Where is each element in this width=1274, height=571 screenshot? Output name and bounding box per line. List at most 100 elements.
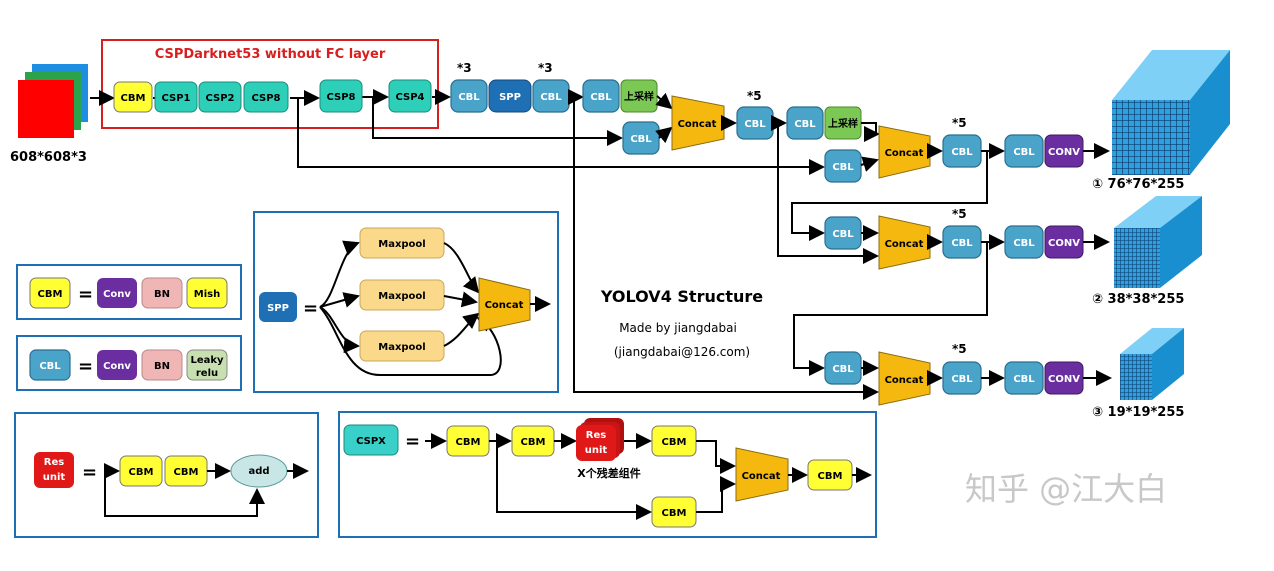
input-image	[18, 64, 88, 138]
repeat-label: *3	[457, 61, 472, 75]
svg-text:CBM: CBM	[38, 289, 63, 300]
svg-text:Concat: Concat	[742, 471, 781, 482]
legend-cspx-cbm-4: CBM	[651, 496, 697, 528]
head-conv-38: CONV	[1044, 225, 1084, 259]
legend-cspx: CSPX	[343, 424, 399, 456]
legend-conv: Conv	[97, 278, 137, 308]
svg-text:CONV: CONV	[1048, 147, 1080, 158]
neck-cbl-2: CBL	[532, 79, 570, 113]
svg-text:CBL: CBL	[951, 147, 973, 158]
svg-text:CSP2: CSP2	[205, 93, 234, 104]
svg-text:CBM: CBM	[174, 467, 199, 478]
svg-text:Concat: Concat	[885, 375, 924, 386]
equals-sign: =	[82, 462, 97, 483]
equals-sign: =	[405, 431, 420, 452]
neck-cbl-4: CBL	[736, 106, 774, 140]
legend-cspx-concat: Concat	[735, 447, 789, 502]
legend-cspx-cbm-5: CBM	[807, 459, 853, 491]
svg-text:BN: BN	[154, 361, 170, 372]
backbone-csp8-a: CSP8	[243, 81, 289, 113]
svg-text:CBL: CBL	[1013, 147, 1035, 158]
svg-text:CBM: CBM	[129, 467, 154, 478]
backbone-title: CSPDarknet53 without FC layer	[155, 47, 386, 62]
legend-bn-cbl: BN	[141, 349, 183, 381]
svg-text:CBL: CBL	[832, 229, 854, 240]
svg-text:CBL: CBL	[951, 374, 973, 385]
svg-text:CBM: CBM	[818, 471, 843, 482]
svg-text:CBM: CBM	[121, 93, 146, 104]
legend-cbl: CBL	[29, 349, 71, 381]
neck-cbl-5: CBL	[786, 106, 824, 140]
concat-38: Concat	[878, 215, 931, 270]
svg-text:CBL: CBL	[540, 92, 562, 103]
legend-concat-spp: Concat	[478, 277, 531, 332]
svg-text:CBM: CBM	[456, 437, 481, 448]
legend-cspx-cbm-3: CBM	[651, 425, 697, 457]
backbone-csp8-b: CSP8	[319, 79, 363, 113]
concat-1: Concat	[671, 95, 725, 151]
repeat-label: *5	[952, 207, 967, 221]
legend-bn: BN	[141, 277, 183, 309]
legend-leaky-relu: Leaky relu	[186, 349, 228, 381]
neck-cbl-38-in: CBL	[824, 216, 862, 250]
head-cbl-76-a: CBL	[942, 134, 982, 168]
head-cbl-76-b: CBL	[1004, 134, 1044, 168]
output-label-76: ① 76*76*255	[1092, 177, 1184, 192]
svg-text:Maxpool: Maxpool	[378, 291, 425, 302]
svg-text:CBL: CBL	[1013, 374, 1035, 385]
output-cube-76	[1112, 50, 1230, 175]
upsample-1: 上采样	[620, 79, 658, 113]
svg-text:CONV: CONV	[1048, 374, 1080, 385]
svg-text:CSP8: CSP8	[326, 92, 355, 103]
svg-text:CBL: CBL	[590, 92, 612, 103]
legend-maxpool-2: Maxpool	[359, 279, 445, 311]
svg-text:Concat: Concat	[885, 148, 924, 159]
svg-text:CSP8: CSP8	[251, 93, 280, 104]
svg-text:CBL: CBL	[1013, 238, 1035, 249]
backbone-csp4: CSP4	[388, 79, 432, 113]
svg-text:CBL: CBL	[794, 119, 816, 130]
legend-res-cbm-2: CBM	[164, 455, 208, 487]
legend-cspx-resunits: Res unit	[576, 418, 624, 461]
svg-text:CONV: CONV	[1048, 238, 1080, 249]
legend-cspx-cbm-1: CBM	[446, 425, 490, 457]
legend-cspx-cbm-2: CBM	[511, 425, 555, 457]
legend-resunit: Res unit	[34, 452, 74, 488]
svg-text:CBL: CBL	[39, 361, 61, 372]
head-cbl-19-b: CBL	[1004, 361, 1044, 395]
neck-cbl-csp8-lateral: CBL	[622, 121, 660, 155]
legend-spp-frame	[253, 211, 559, 393]
made-by: Made by jiangdabai	[619, 321, 737, 335]
output-label-38: ② 38*38*255	[1092, 292, 1184, 307]
backbone-csp1: CSP1	[154, 81, 198, 113]
concat-19: Concat	[878, 351, 931, 406]
svg-text:CBL: CBL	[951, 238, 973, 249]
output-label-19: ③ 19*19*255	[1092, 405, 1184, 420]
svg-text:Res: Res	[586, 430, 606, 441]
output-cube-38	[1114, 196, 1202, 288]
neck-spp: SPP	[488, 79, 532, 113]
svg-text:Conv: Conv	[103, 361, 131, 372]
legend-spp: SPP	[259, 292, 297, 322]
backbone-frame	[101, 39, 439, 129]
equals-sign: =	[303, 298, 318, 319]
svg-text:CSPX: CSPX	[356, 436, 386, 447]
backbone-cbm: CBM	[113, 81, 153, 113]
svg-text:CBM: CBM	[662, 508, 687, 519]
svg-text:unit: unit	[585, 445, 608, 456]
head-cbl-38-a: CBL	[942, 225, 982, 259]
legend-cbm: CBM	[29, 277, 71, 309]
neck-cbl-6: CBL	[824, 149, 862, 183]
legend-resunit-frame	[14, 412, 319, 538]
structure-title: YOLOV4 Structure	[600, 287, 763, 306]
svg-text:Concat: Concat	[485, 300, 524, 311]
svg-text:CBL: CBL	[744, 119, 766, 130]
legend-conv-cbl: Conv	[97, 350, 137, 380]
neck-cbl-1: CBL	[450, 79, 488, 113]
equals-sign: =	[78, 356, 93, 377]
svg-text:CBM: CBM	[662, 437, 687, 448]
upsample-2: 上采样	[824, 106, 862, 140]
svg-text:CSP4: CSP4	[395, 92, 424, 103]
equals-sign: =	[78, 284, 93, 305]
